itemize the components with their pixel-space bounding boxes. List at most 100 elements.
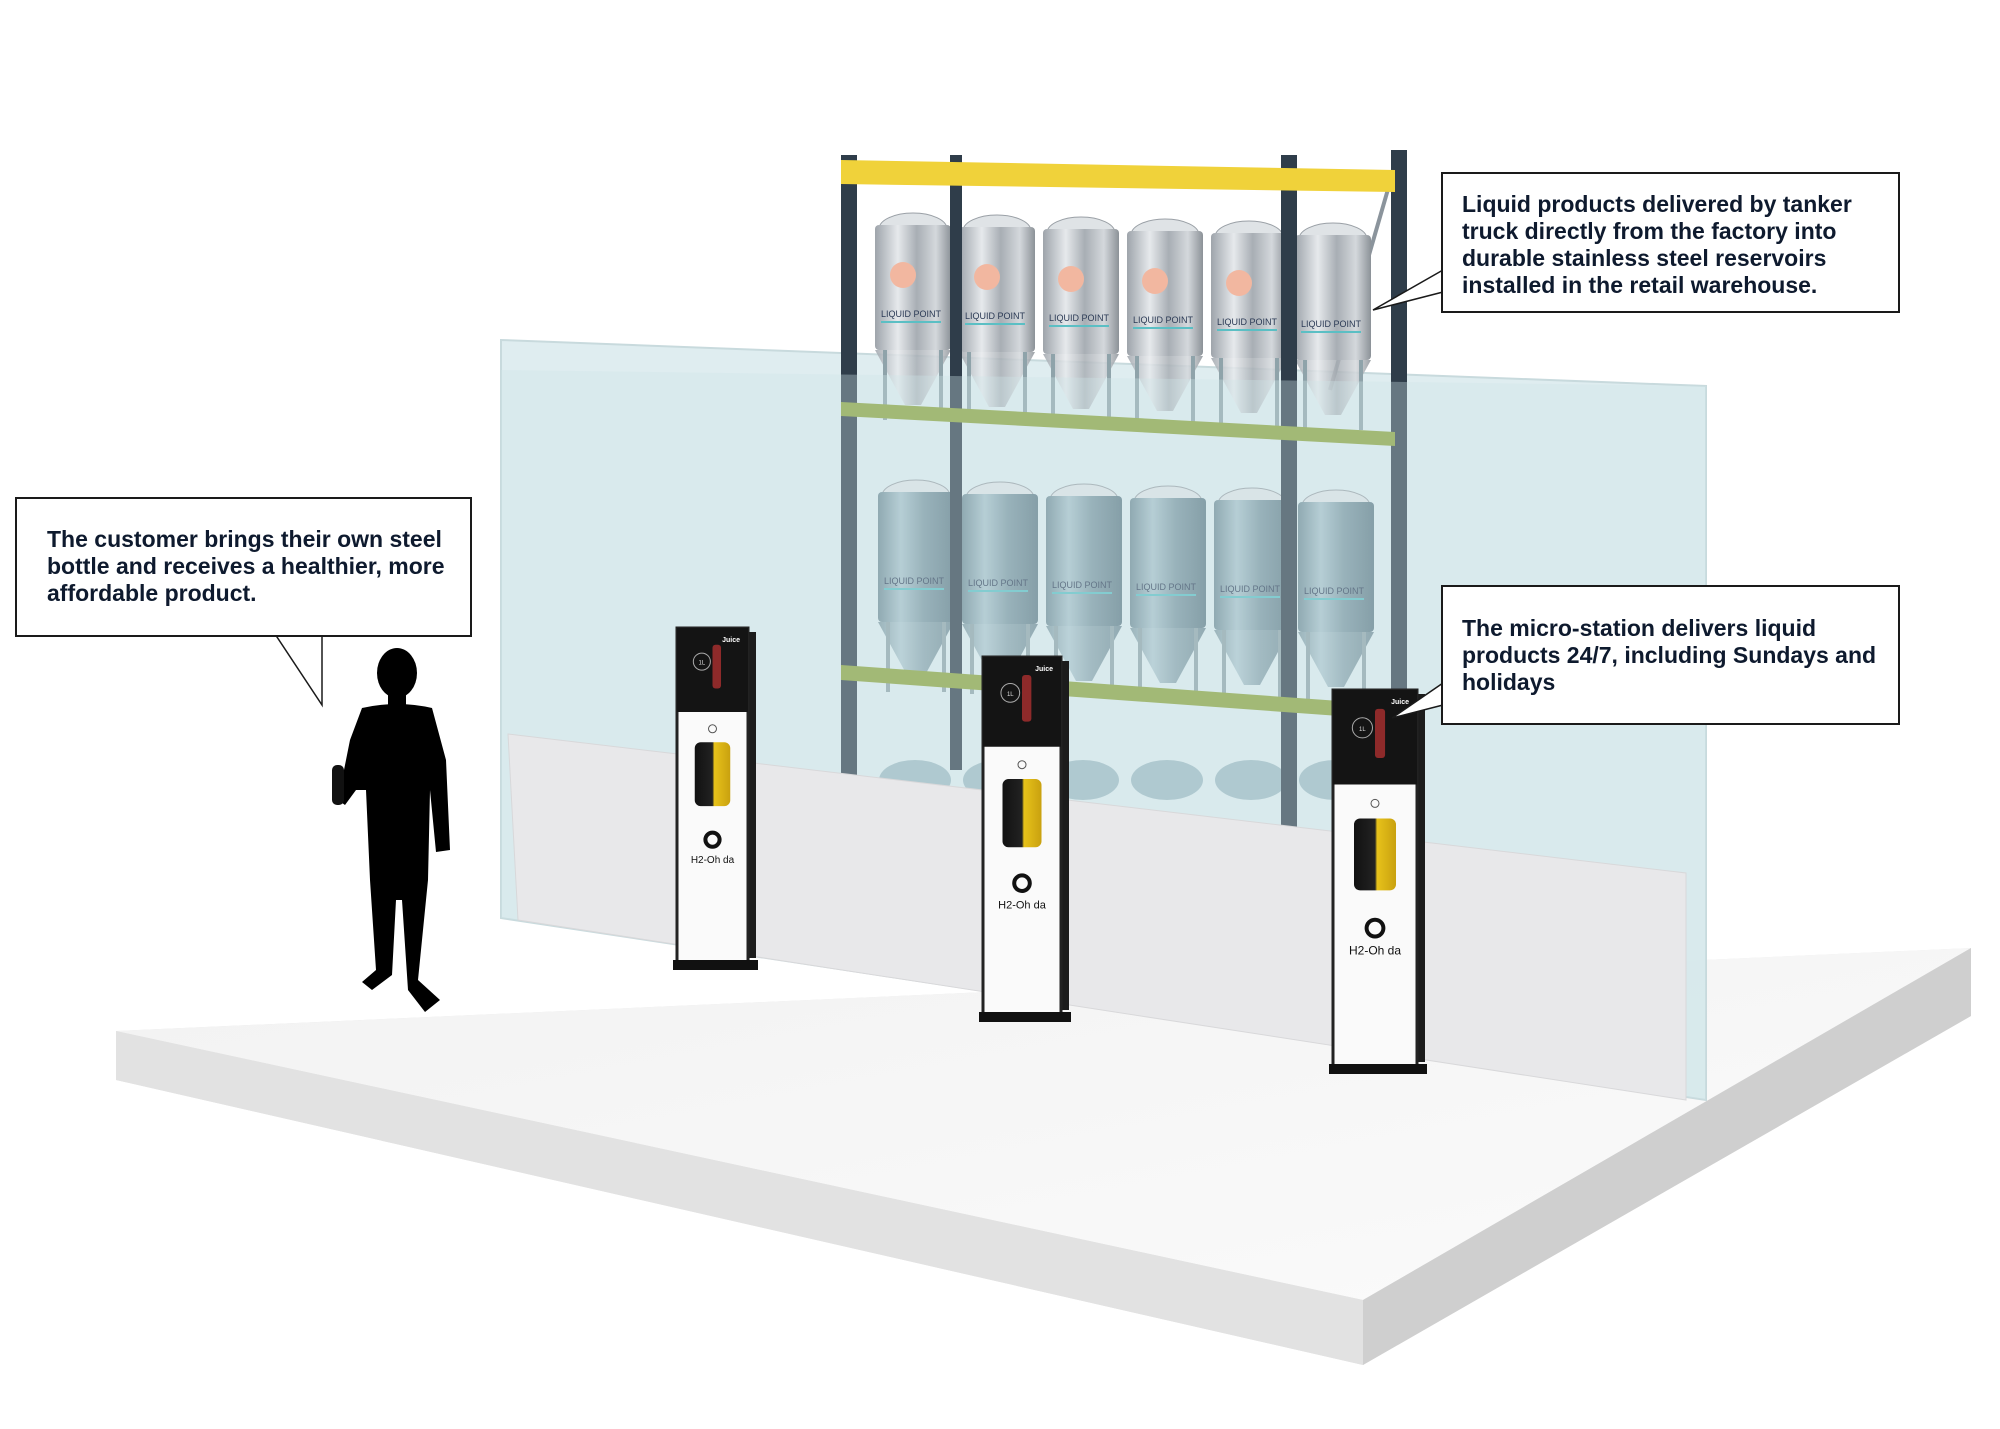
brand-logo-icon [1364, 917, 1386, 939]
kiosk-station: Juice 1L H2-Oh da [673, 626, 758, 970]
callout-tanks: Liquid products delivered by tanker truc… [1441, 172, 1900, 313]
tank-brand-label: LIQUID POINT [1049, 313, 1110, 323]
kiosk-screen-title: Juice [1035, 666, 1053, 673]
dispense-button [1017, 760, 1027, 770]
tank-brand-underline [884, 588, 944, 590]
kiosk-station: Juice 1L H2-Oh da [1329, 688, 1427, 1074]
tank-bottom-row [1131, 760, 1203, 800]
tank-brand-underline [1136, 594, 1196, 596]
kiosk-brand-label: H2-Oh da [691, 855, 735, 866]
tank-brand-underline [1052, 592, 1112, 594]
steel-bottle-image [1002, 779, 1042, 848]
tank-brand-label: LIQUID POINT [1304, 586, 1365, 596]
tank-indicator [890, 262, 916, 288]
tank-leg [1191, 356, 1195, 426]
tank-body [875, 225, 951, 350]
tank-cone [962, 624, 1038, 679]
kiosk-side [748, 632, 756, 958]
tank-brand-label: LIQUID POINT [881, 309, 942, 319]
volume-label: 1L [699, 661, 706, 667]
tank-leg [1051, 354, 1055, 424]
tank-leg [1278, 630, 1282, 700]
rack-upright [1281, 155, 1297, 830]
tank-body [1127, 231, 1203, 356]
kiosk-base [979, 1012, 1071, 1022]
kiosk-side [1417, 694, 1425, 1062]
tank-cone [1046, 626, 1122, 681]
tank-brand-label: LIQUID POINT [968, 578, 1029, 588]
tank-brand-label: LIQUID POINT [1136, 582, 1197, 592]
tank-top-row: LIQUID POINT [1295, 222, 1371, 430]
tank-body [1211, 233, 1287, 358]
steel-bottle-image [694, 742, 731, 807]
tank-leg [1362, 632, 1366, 702]
volume-ring [1351, 717, 1373, 739]
tank-leg [1222, 630, 1226, 700]
volume-label: 1L [1007, 692, 1014, 698]
tank-brand-underline [965, 323, 1025, 325]
tank-indicator [1226, 270, 1252, 296]
tank-leg [1023, 352, 1027, 422]
tank-indicator [1142, 268, 1168, 294]
tank-brand-underline [1049, 325, 1109, 327]
dispense-button [708, 724, 717, 734]
tank-brand-underline [968, 590, 1028, 592]
tank-leg [1194, 628, 1198, 698]
kiosk-brand-label: H2-Oh da [1349, 944, 1401, 958]
volume-ring [1000, 683, 1021, 703]
tank-brand-label: LIQUID POINT [1052, 580, 1113, 590]
tank-cone [1298, 632, 1374, 687]
tank-top-row: LIQUID POINT [875, 212, 951, 420]
tank-leg [886, 622, 890, 692]
callout-tanks-text: Liquid products delivered by tanker truc… [1462, 191, 1852, 298]
tank-cone [1130, 628, 1206, 683]
rack-upright [1391, 150, 1407, 830]
tank-brand-label: LIQUID POINT [1217, 317, 1278, 327]
kiosk-base [673, 960, 758, 970]
tank-brand-label: LIQUID POINT [1133, 315, 1194, 325]
tank-top-row: LIQUID POINT [1043, 216, 1119, 424]
tank-brand-label: LIQUID POINT [965, 311, 1026, 321]
tank-body [1295, 235, 1371, 360]
tank-middle-row: LIQUID POINT [1214, 487, 1290, 700]
tank-leg [1110, 626, 1114, 696]
tank-leg [1303, 360, 1307, 430]
tank-cone [959, 352, 1035, 407]
tank-leg [1306, 632, 1310, 702]
tank-leg [942, 622, 946, 692]
tank-leg [1359, 360, 1363, 430]
tank-middle-row: LIQUID POINT [1130, 485, 1206, 698]
callout-station: The micro-station delivers liquid produc… [1441, 585, 1900, 725]
tank-cone [1214, 630, 1290, 685]
kiosk-base [1329, 1064, 1427, 1074]
tank-leg [1219, 358, 1223, 428]
tank-middle-row: LIQUID POINT [1298, 489, 1374, 702]
kiosk-side [1061, 661, 1069, 1010]
tank-brand-underline [1133, 327, 1193, 329]
tank-indicator [974, 264, 1000, 290]
tank-middle-row: LIQUID POINT [962, 481, 1038, 694]
juice-bottle-icon [1022, 674, 1032, 722]
tank-middle-row: LIQUID POINT [1046, 483, 1122, 696]
rack-shelf-upper [841, 402, 1395, 446]
volume-ring [692, 652, 711, 671]
tank-body [1043, 229, 1119, 354]
volume-label: 1L [1359, 727, 1366, 733]
rack-top-beam [841, 160, 1395, 192]
steel-bottle-image [1354, 818, 1396, 891]
kiosk-screen-title: Juice [722, 637, 740, 644]
tank-top-row: LIQUID POINT [1127, 218, 1203, 426]
tank-leg [1275, 358, 1279, 428]
kiosk-brand-label: H2-Oh da [998, 899, 1047, 911]
brand-logo-icon [703, 830, 722, 849]
tank-cone [875, 350, 951, 405]
kiosk-screen-title: Juice [1391, 699, 1409, 706]
tank-leg [883, 350, 887, 420]
callout-station-text: The micro-station delivers liquid produc… [1462, 615, 1877, 695]
rack-upright [950, 155, 962, 770]
tank-leg [1107, 354, 1111, 424]
tank-indicator [1058, 266, 1084, 292]
kiosk-station: Juice 1L H2-Oh da [979, 655, 1071, 1022]
tank-brand-underline [1301, 331, 1361, 333]
